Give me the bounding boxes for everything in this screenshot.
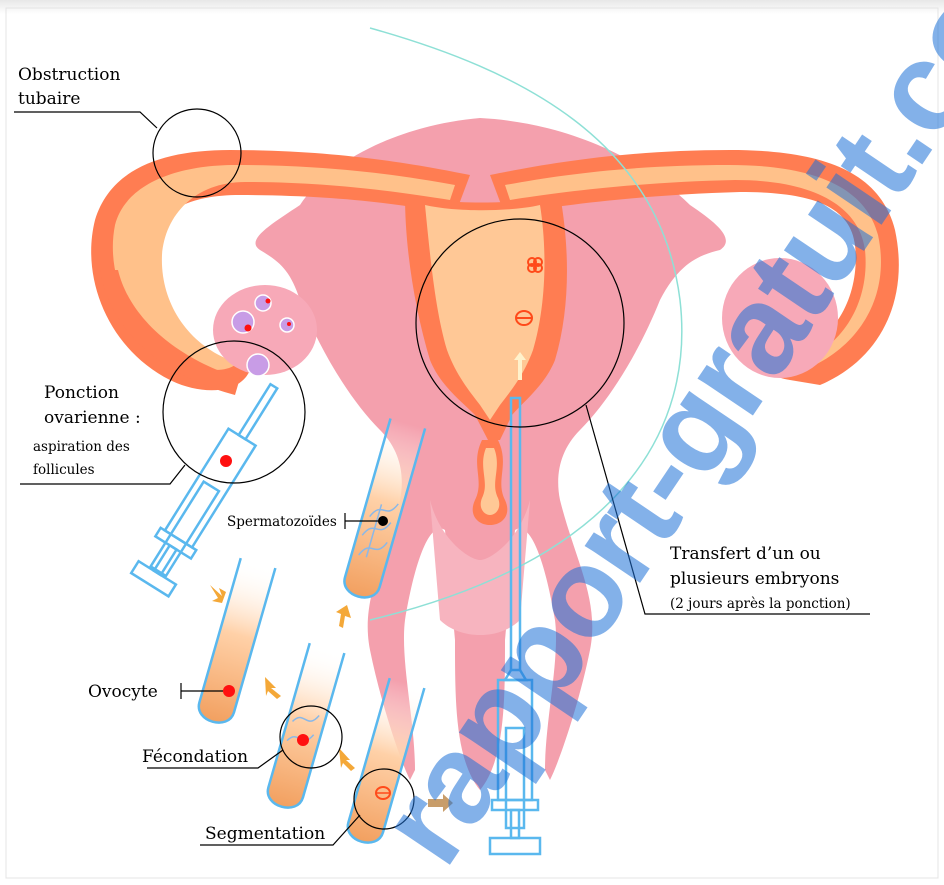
aspirated-oocyte: [220, 455, 232, 467]
label-spermatozoides: Spermatozoïdes: [227, 514, 337, 530]
label-transfert-2: plusieurs embryons: [670, 569, 839, 589]
label-obstruction-2: tubaire: [18, 89, 80, 109]
label-ponction-2: ovarienne :: [44, 408, 141, 428]
label-ovocyte: Ovocyte: [88, 682, 158, 702]
label-transfert-3: (2 jours après la ponction): [670, 596, 851, 612]
label-segmentation: Segmentation: [205, 824, 325, 844]
label-fecondation: Fécondation: [142, 747, 248, 767]
follicle: [280, 318, 294, 332]
label-transfert-1: Transfert d’un ou: [670, 544, 821, 564]
fecondation-oocyte: [297, 734, 309, 746]
label-ponction-1: Ponction: [44, 383, 119, 403]
label-ponction-3: aspiration des: [33, 439, 130, 455]
follicle: [247, 354, 269, 376]
label-ponction-4: follicules: [33, 462, 95, 478]
label-obstruction-1: Obstruction: [18, 65, 120, 85]
ovocyte-dot: [223, 685, 235, 697]
